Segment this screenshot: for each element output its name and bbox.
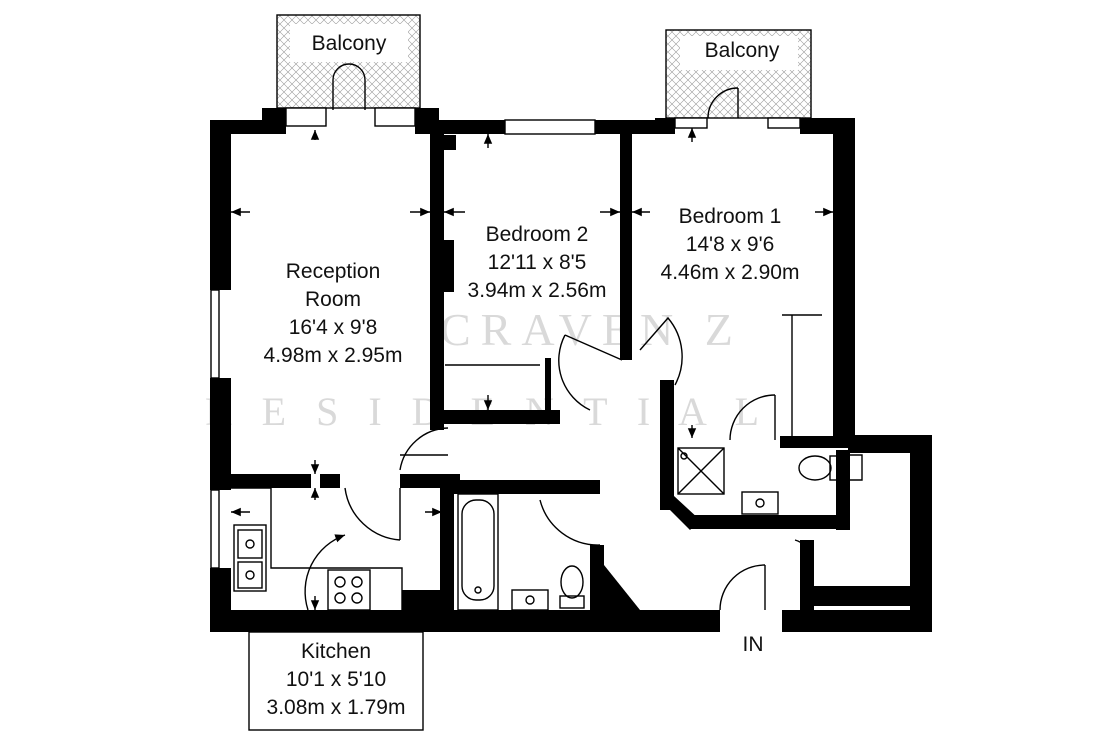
reception-room-label: Reception Room 16'4 x 9'8 4.98m x 2.95m xyxy=(264,260,403,367)
svg-text:CRAVEN Z: CRAVEN Z xyxy=(440,304,743,355)
cupboard xyxy=(850,454,863,481)
entrance-text: IN xyxy=(743,633,764,656)
bedroom1-name: Bedroom 1 xyxy=(679,205,782,228)
bedroom-2-label: Bedroom 2 12'11 x 8'5 3.94m x 2.56m xyxy=(468,223,607,302)
door-swing-icon xyxy=(344,314,822,611)
toilet-icon xyxy=(798,455,841,481)
balcony-label-left-text: Balcony xyxy=(312,32,387,55)
balcony-label-right: Balcony xyxy=(705,39,780,62)
kitchen-name: Kitchen xyxy=(301,640,371,663)
bedroom-1-label: Bedroom 1 14'8 x 9'6 4.46m x 2.90m xyxy=(661,205,800,284)
bedroom1-size-imperial: 14'8 x 9'6 xyxy=(686,233,775,256)
dimension-arrow-icon xyxy=(231,128,833,610)
reception-size-imperial: 16'4 x 9'8 xyxy=(289,316,378,339)
bedroom2-size-metric: 3.94m x 2.56m xyxy=(468,279,607,302)
windows xyxy=(210,107,801,569)
sink-icon xyxy=(511,589,549,611)
bedroom2-name: Bedroom 2 xyxy=(486,223,589,246)
entrance-label: IN xyxy=(743,633,764,656)
balcony-left xyxy=(276,14,421,110)
balcony-label-right-text: Balcony xyxy=(705,39,780,62)
balcony-right xyxy=(665,29,812,119)
kitchen-size-metric: 3.08m x 1.79m xyxy=(267,696,406,719)
toilet-icon xyxy=(559,565,585,609)
kitchen-size-imperial: 10'1 x 5'10 xyxy=(286,668,386,691)
balcony-label-left: Balcony xyxy=(312,32,387,55)
interior-walls xyxy=(231,130,850,615)
hob-icon xyxy=(327,569,371,611)
kitchen-label: Kitchen 10'1 x 5'10 3.08m x 1.79m xyxy=(248,631,424,731)
bath-icon xyxy=(457,493,499,611)
bedroom2-size-imperial: 12'11 x 8'5 xyxy=(488,251,587,274)
reception-name-2: Room xyxy=(305,288,361,311)
kitchen-units xyxy=(231,487,403,612)
shower-icon xyxy=(677,447,725,495)
sink-icon xyxy=(741,491,779,515)
reception-name-1: Reception xyxy=(286,260,381,283)
bedroom1-size-metric: 4.46m x 2.90m xyxy=(661,261,800,284)
exterior-walls xyxy=(210,108,932,632)
sink-icon xyxy=(245,539,255,580)
reception-size-metric: 4.98m x 2.95m xyxy=(264,344,403,367)
